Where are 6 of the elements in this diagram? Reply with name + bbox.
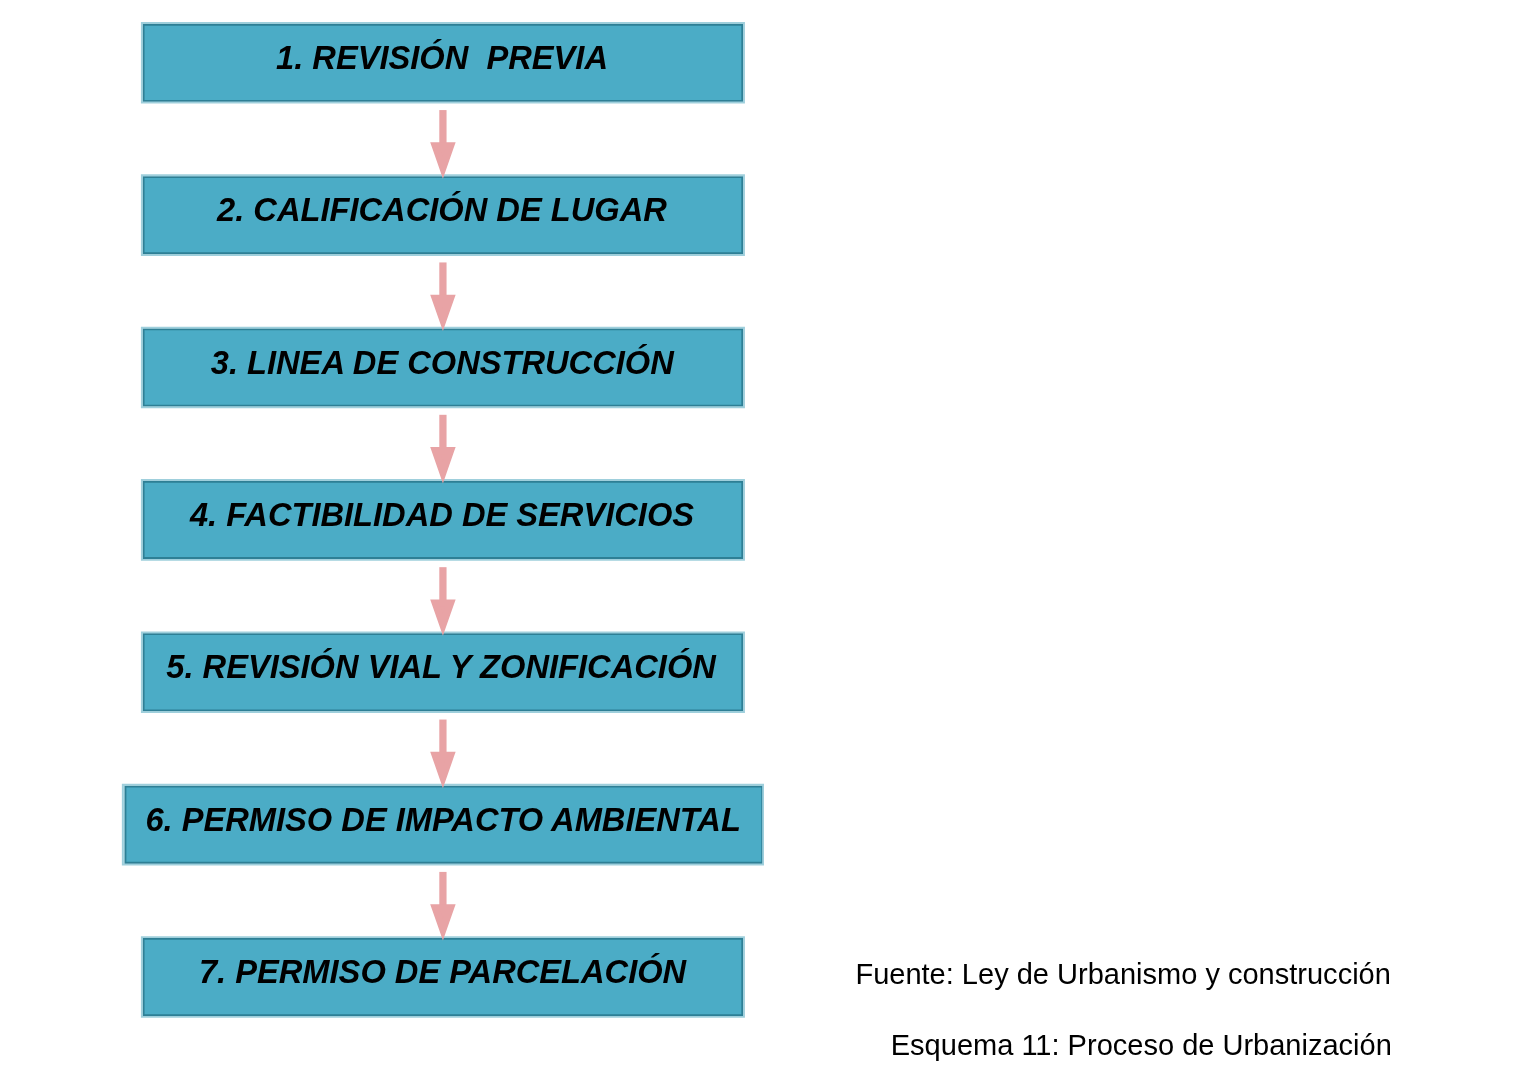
arrow bbox=[429, 871, 456, 941]
arrow bbox=[429, 414, 456, 484]
node-text: 4. FACTIBILIDAD DE SERVICIOS bbox=[189, 496, 694, 534]
label: Fuente: Ley de Urbanismo y construcción bbox=[854, 957, 1391, 990]
caption: Esquema 11: Proceso de Urbanización bbox=[890, 1028, 1392, 1061]
node-text: 7. PERMISO DE PARCELACIÓN bbox=[198, 953, 686, 991]
